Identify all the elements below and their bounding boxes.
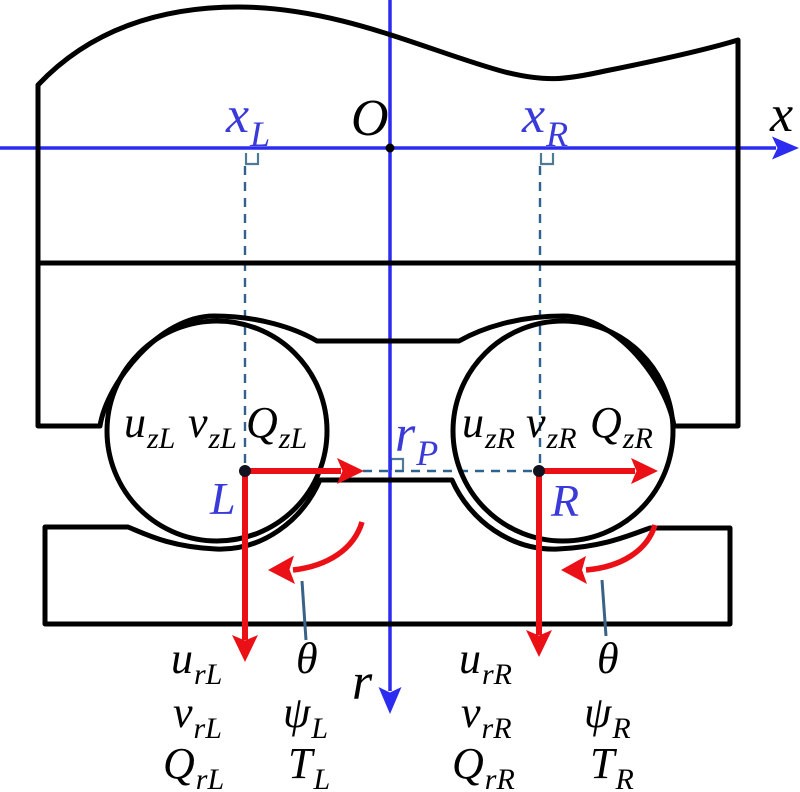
x-axis-label: x [770, 89, 793, 141]
left-ball-uz-label: uzL [124, 398, 176, 455]
bearing-outlines [35, 4, 741, 627]
right-contact-dot [533, 465, 545, 477]
origin-label: O [351, 93, 389, 145]
x-axis-arrowhead-icon [772, 136, 799, 160]
left-ball [104, 318, 330, 544]
x-left-coordinate-label: xL [226, 87, 271, 154]
r-axis-label-text: r [352, 654, 373, 711]
left-ur-label: urL [171, 634, 223, 691]
right-qr-label: QrR [452, 739, 515, 792]
origin-dot [385, 143, 395, 153]
pitch-radius-label: rP [395, 406, 439, 473]
reference-dots [239, 143, 545, 477]
left-rotation-arrowhead-icon [268, 555, 295, 584]
right-ball [450, 318, 676, 544]
red-arrows [242, 468, 658, 640]
left-theta-label: θ [296, 634, 318, 683]
right-perpendicular-marker [539, 153, 555, 166]
left-ball-vz-label: vzL [188, 398, 237, 455]
red-arrowheads [232, 458, 658, 662]
right-theta-label: θ [597, 634, 619, 683]
right-rotation-arrowhead-icon [561, 556, 587, 584]
right-ball-uz-label: uzR [462, 398, 515, 455]
left-torque-label: TL [288, 739, 331, 792]
x-axis-label-text: x [770, 86, 794, 143]
left-qr-label: QrL [163, 739, 225, 792]
left-vr-label: vrL [173, 688, 222, 745]
left-contact-dot [239, 465, 251, 477]
right-qr-arrowhead-icon [526, 630, 552, 657]
housing-outline [35, 4, 741, 429]
left-ball-qz-label: QzL [246, 398, 308, 455]
left-psi-label: ψL [283, 688, 329, 745]
right-theta-leader [600, 579, 608, 637]
origin-label-text: O [351, 90, 389, 147]
right-ball-qz-label: QzR [590, 398, 653, 455]
theta-leader-lines [300, 579, 608, 641]
left-qz-arrowhead-icon [337, 458, 364, 484]
right-psi-label: ψR [584, 688, 631, 745]
right-rotation-arrow-arc [585, 524, 658, 573]
x-right-coordinate-label: xR [522, 87, 569, 154]
right-ur-label: urR [459, 634, 512, 691]
r-axis-label: r [352, 657, 372, 709]
right-qz-arrowhead-icon [631, 458, 658, 484]
right-ball-vz-label: vzR [526, 398, 577, 455]
left-contact-point-label: L [210, 473, 236, 524]
left-theta-leader [300, 580, 308, 641]
r-axis-arrowhead-icon [378, 687, 402, 714]
left-rotation-arrow-arc [292, 521, 365, 573]
axis-arrowheads [378, 136, 799, 714]
left-perpendicular-marker [244, 153, 260, 166]
right-torque-label: TR [590, 739, 634, 792]
right-vr-label: vrR [461, 688, 512, 745]
left-qr-arrowhead-icon [232, 635, 258, 662]
bottom-block-outline [42, 477, 733, 627]
right-contact-point-label: R [551, 475, 580, 526]
